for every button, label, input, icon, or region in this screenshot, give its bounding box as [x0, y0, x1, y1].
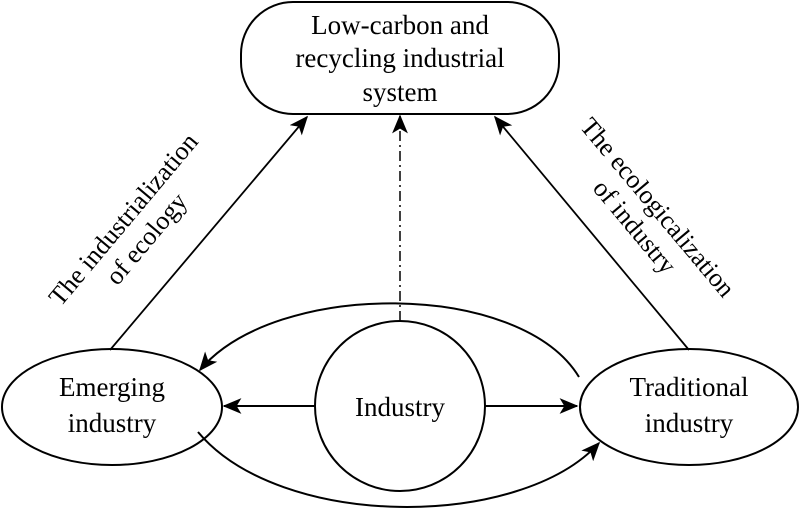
low-carbon-system-label-line3: system [362, 77, 437, 107]
arc-to-emerging-industry [198, 302, 580, 378]
emerging-industry-label-line2: industry [68, 408, 157, 438]
industry-label: Industry [355, 392, 445, 422]
emerging-to-system-arrow [109, 115, 309, 351]
traditional-industry-label-line2: industry [645, 408, 734, 438]
emerging-industry-label-line1: Emerging [59, 372, 165, 402]
arc-to-traditional-industry [197, 431, 601, 508]
traditional-industry-node: Traditional industry [579, 348, 799, 466]
low-carbon-system-node: Low-carbon and recycling industrial syst… [240, 1, 560, 115]
industrialization-of-ecology-label: The industrialization of ecology [43, 127, 204, 311]
traditional-to-system-arrow [493, 115, 690, 351]
traditional-industry-label-line1: Traditional [629, 372, 748, 402]
low-carbon-system-label-line1: Low-carbon and [311, 10, 489, 40]
emerging-industry-node: Emerging industry [1, 348, 223, 466]
industry-node: Industry [314, 320, 486, 492]
ecologicalization-of-industry-label: The ecologicalization of industry [574, 112, 741, 303]
low-carbon-system-label-line2: recycling industrial [295, 43, 504, 73]
